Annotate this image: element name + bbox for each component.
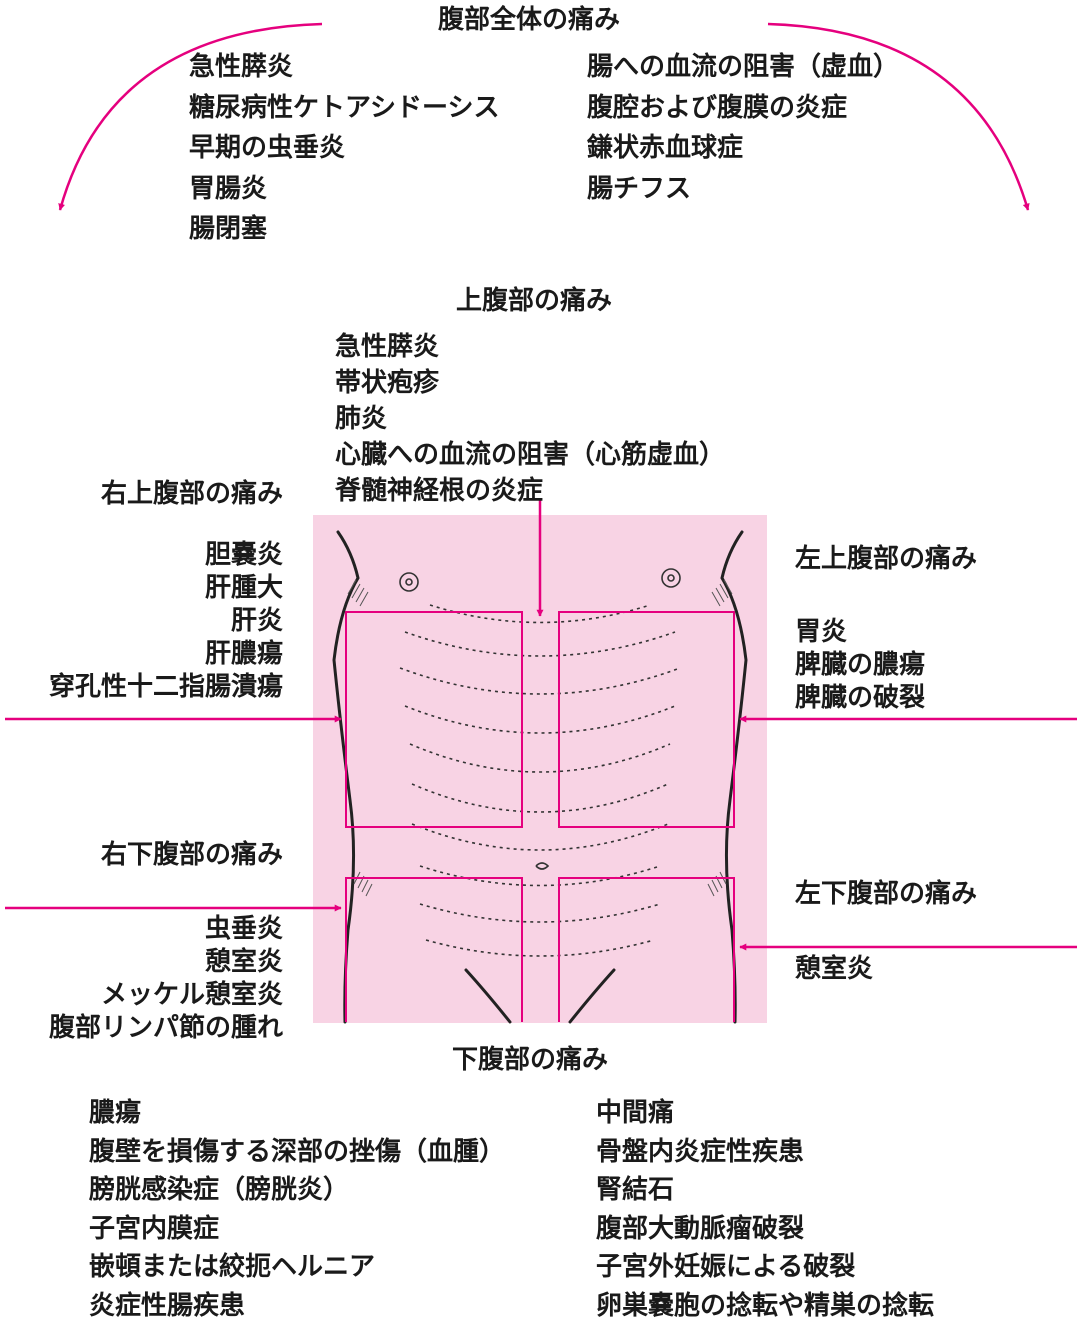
list-item: 肝膿瘍	[204, 639, 283, 669]
right-upper-pain-list: 胆嚢炎 肝腫大 肝炎 肝膿瘍 穿孔性十二指腸潰瘍	[49, 539, 283, 704]
list-item: 腹腔および腹膜の炎症	[587, 92, 848, 123]
list-item: 骨盤内炎症性疾患	[596, 1136, 805, 1167]
general-pain-title: 腹部全体の痛み	[438, 5, 621, 35]
list-item: 穿孔性十二指腸潰瘍	[48, 672, 283, 702]
right-lower-pain-list: 虫垂炎 憩室炎 メッケル憩室炎 腹部リンパ節の腫れ	[49, 913, 283, 1045]
list-item: 膀胱感染症（膀胱炎）	[89, 1175, 350, 1205]
list-item: 胆嚢炎	[204, 540, 283, 570]
list-item: 鎌状赤血球症	[587, 133, 744, 163]
list-item: 子宮内膜症	[89, 1213, 220, 1244]
list-item: 胃炎	[795, 617, 848, 647]
list-item: 子宮外妊娠による破裂	[596, 1252, 856, 1282]
list-item: 憩室炎	[204, 947, 283, 977]
general-pain-list-right: 腸への血流の阻害（虚血） 腹腔および腹膜の炎症 鎌状赤血球症 腸チフス	[587, 47, 899, 209]
lower-pain-list-right: 中間痛 骨盤内炎症性疾患 腎結石 腹部大動脈瘤破裂 子宮外妊娠による破裂 卵巣嚢…	[596, 1094, 934, 1319]
left-lower-pain-list: 憩室炎	[795, 953, 873, 986]
list-item: 炎症性腸疾患	[89, 1290, 246, 1319]
list-item: 肝腫大	[204, 573, 283, 603]
list-item: 腸チフス	[587, 173, 692, 204]
list-item: 腸への血流の阻害（虚血）	[587, 52, 900, 82]
list-item: 帯状疱疹	[335, 368, 440, 398]
left-lower-quadrant-box	[558, 877, 735, 1022]
list-item: 腸閉塞	[189, 214, 268, 244]
list-item: 中間痛	[596, 1098, 675, 1128]
list-item: 憩室炎	[795, 954, 874, 984]
lower-pain-title: 下腹部の痛み	[452, 1045, 609, 1075]
list-item: メッケル憩室炎	[100, 980, 283, 1010]
list-item: 腹壁を損傷する深部の挫傷（血腫）	[89, 1136, 506, 1167]
right-upper-quadrant-box	[345, 611, 523, 828]
list-item: 脾臓の膿瘍	[795, 650, 926, 680]
general-pain-list-left: 急性膵炎 糖尿病性ケトアシドーシス 早期の虫垂炎 胃腸炎 腸閉塞	[189, 47, 499, 250]
list-item: 嵌頓または絞扼ヘルニア	[89, 1252, 376, 1282]
torso-outline	[332, 530, 748, 1024]
left-upper-quadrant-box	[558, 611, 735, 828]
list-item: 肝炎	[230, 606, 283, 636]
left-lower-pain-title: 左下腹部の痛み	[795, 879, 978, 909]
list-item: 腹部リンパ節の腫れ	[48, 1013, 283, 1043]
navel-mark	[535, 862, 550, 870]
list-item: 虫垂炎	[204, 914, 283, 944]
left-upper-pain-list: 胃炎 脾臓の膿瘍 脾臓の破裂	[795, 616, 925, 715]
upper-pain-title: 上腹部の痛み	[456, 286, 613, 316]
right-lower-quadrant-box	[345, 877, 523, 1022]
list-item: 肺炎	[335, 404, 388, 434]
list-item: 胃腸炎	[189, 173, 268, 204]
list-item: 糖尿病性ケトアシドーシス	[189, 92, 500, 123]
list-item: 早期の虫垂炎	[189, 133, 346, 163]
list-item: 心臓への血流の阻害（心筋虚血）	[335, 440, 726, 470]
right-upper-pain-title: 右上腹部の痛み	[100, 479, 283, 509]
list-item: 腎結石	[596, 1175, 675, 1205]
lower-pain-list-left: 膿瘍 腹壁を損傷する深部の挫傷（血腫） 膀胱感染症（膀胱炎） 子宮内膜症 嵌頓ま…	[89, 1094, 505, 1319]
list-item: 急性膵炎	[335, 332, 440, 362]
left-upper-pain-title: 左上腹部の痛み	[795, 544, 978, 574]
general-pain-arrow-left	[58, 22, 323, 211]
list-item: 急性膵炎	[189, 52, 294, 82]
list-item: 膿瘍	[89, 1098, 142, 1128]
list-item: 脊髄神経根の炎症	[335, 476, 544, 506]
right-lower-pain-title: 右下腹部の痛み	[100, 840, 283, 870]
list-item: 脾臓の破裂	[795, 683, 926, 713]
list-item: 腹部大動脈瘤破裂	[596, 1213, 805, 1244]
nipple-marks	[399, 568, 681, 592]
list-item: 卵巣嚢胞の捻転や精巣の捻転	[596, 1290, 935, 1319]
general-pain-arrow-right	[767, 22, 1030, 211]
upper-pain-list: 急性膵炎 帯状疱疹 肺炎 心臓への血流の阻害（心筋虚血） 脊髄神経根の炎症	[335, 329, 725, 509]
